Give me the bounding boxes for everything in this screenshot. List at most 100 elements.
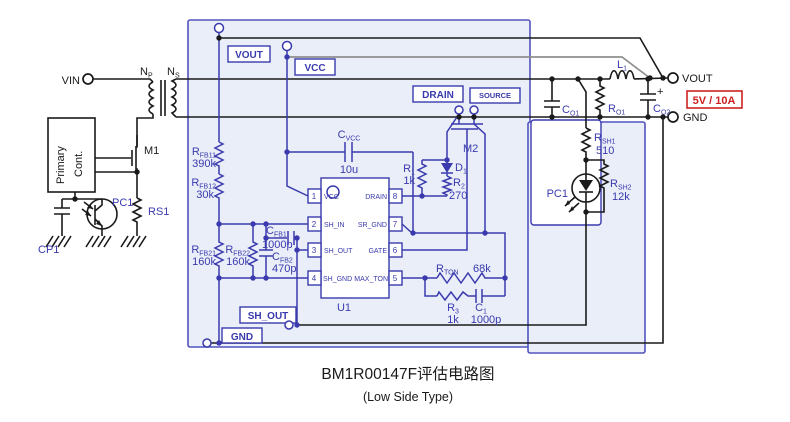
svg-text:5: 5	[393, 274, 398, 283]
cvcc-ref: CVCC	[338, 129, 361, 143]
cfb2-val: 470p	[272, 263, 296, 275]
shunt-feedback-box	[530, 119, 602, 226]
rating-badge-box	[686, 90, 743, 109]
rsh2-val: 12k	[612, 191, 630, 203]
net-label-vout: VOUT	[235, 50, 263, 61]
m1-label: M1	[144, 145, 159, 157]
svg-text:1: 1	[312, 192, 317, 201]
pc1-right-label: PC1	[547, 188, 568, 200]
d1-ref: D1	[455, 162, 467, 176]
rton-ref: RTON	[436, 263, 459, 277]
rfb21-val: 160k	[192, 256, 216, 268]
co1-ref: CO1	[562, 104, 579, 118]
net-label-drain: DRAIN	[422, 90, 454, 101]
rs1-label: RS1	[148, 206, 169, 218]
caption-title: BM1R00147F评估电路图	[321, 365, 494, 383]
resistor-rfb12	[213, 173, 225, 224]
capacitor-cvcc	[287, 142, 414, 233]
sr-gnd-wire	[401, 223, 506, 296]
svg-text:GATE: GATE	[368, 248, 387, 255]
cfb2-ref: CFB2	[272, 251, 293, 265]
net-label-source: SOURCE	[479, 91, 511, 100]
rfb12-val: 30k	[196, 189, 214, 201]
svg-text:SH_IN: SH_IN	[324, 222, 345, 229]
resistor-rton	[436, 271, 505, 285]
transformer-core	[160, 80, 166, 116]
r1-ref: R1	[403, 163, 415, 177]
svg-text:4: 4	[312, 274, 317, 283]
rsh1-ref: RSH1	[594, 132, 616, 146]
vout-terminal	[667, 72, 679, 84]
pin-box-4	[307, 270, 322, 286]
rating-badge: 5V / 10A	[693, 95, 736, 107]
caption-subtitle: (Low Side Type)	[363, 390, 453, 404]
rfb11-ref: RFB11	[192, 146, 216, 160]
ro1-ref: RO1	[608, 103, 625, 117]
resistor-rfb11	[213, 141, 225, 174]
inductor-l1	[609, 69, 635, 80]
mosfet-m1-body	[131, 146, 137, 170]
svg-text:VCC: VCC	[324, 194, 339, 201]
capacitor-co1	[544, 79, 560, 117]
co2-polarity: +	[657, 86, 663, 98]
rsh1-val: 510	[596, 145, 614, 157]
cfb1-ref: CFB1	[266, 225, 287, 239]
source-testpoint	[469, 105, 479, 115]
m2-label: M2	[463, 143, 478, 155]
net-label-box-vout	[227, 45, 271, 63]
cp1-label: CP1	[38, 244, 59, 256]
vout-terminal-label: VOUT	[682, 73, 713, 85]
vin-terminal	[82, 73, 94, 85]
capacitor-cfb1	[266, 231, 297, 245]
svg-text:7: 7	[393, 220, 398, 229]
vcc-wire	[287, 56, 651, 79]
svg-text:8: 8	[393, 192, 398, 201]
vout-testpoint	[213, 22, 225, 34]
net-label-box-source	[469, 87, 521, 104]
primary-block-label-1: Primary	[55, 146, 67, 184]
r3-val: 1k	[447, 314, 459, 326]
drain-testpoint	[454, 105, 464, 115]
resistor-ro1	[594, 79, 606, 117]
c1-val: 1000p	[471, 314, 502, 326]
resistor-rsh2	[586, 159, 610, 213]
rton-val: 68k	[473, 263, 491, 275]
net-label-box-gnd	[221, 327, 263, 344]
primary-controller-block	[47, 117, 96, 193]
resistor-r3	[436, 290, 476, 302]
rfb22-ref: RFB22	[225, 244, 250, 258]
ns-label: NS	[167, 66, 180, 80]
optocoupler-pc1-transistor	[81, 198, 118, 236]
r2-ref: R2	[453, 177, 465, 191]
pin-box-3	[307, 242, 322, 258]
net-label-vcc: VCC	[304, 63, 325, 74]
rfb12-ref: RFB12	[191, 177, 216, 191]
resistor-rfb22	[247, 224, 259, 278]
transformer-primary-winding	[148, 81, 155, 115]
net-label-shout: SH_OUT	[248, 311, 289, 322]
svg-text:DRAIN: DRAIN	[365, 194, 387, 201]
ic-u1	[307, 177, 403, 299]
pc1-left-label: PC1	[112, 197, 133, 209]
gate-wire	[402, 129, 468, 251]
resistor-rs1	[131, 197, 143, 236]
primary-side-wiring	[45, 78, 177, 248]
capacitor-cp1	[54, 199, 70, 236]
shunt-network	[564, 78, 610, 214]
resistor-rfb21	[213, 224, 225, 278]
r2-val: 270	[449, 190, 467, 202]
net-label-box-drain	[412, 85, 464, 103]
gnd-terminal-label: GND	[683, 112, 708, 124]
cvcc-val: 10u	[340, 164, 358, 176]
svg-text:SR_GND: SR_GND	[358, 222, 387, 229]
gnd-return-wire	[211, 118, 664, 344]
resistor-rsh1	[580, 127, 592, 160]
pin-box-6	[388, 242, 403, 258]
rsh2-ref: RSH2	[610, 178, 632, 192]
svg-text:3: 3	[312, 246, 317, 255]
pin-box-7	[388, 216, 403, 232]
r1-val: 1k	[403, 175, 415, 187]
ic-pin-texts: 1 2 3 4 8 7 6 5 VCC SH_IN SH_OUT SH_GND …	[312, 192, 398, 283]
capacitor-c1	[475, 289, 505, 303]
